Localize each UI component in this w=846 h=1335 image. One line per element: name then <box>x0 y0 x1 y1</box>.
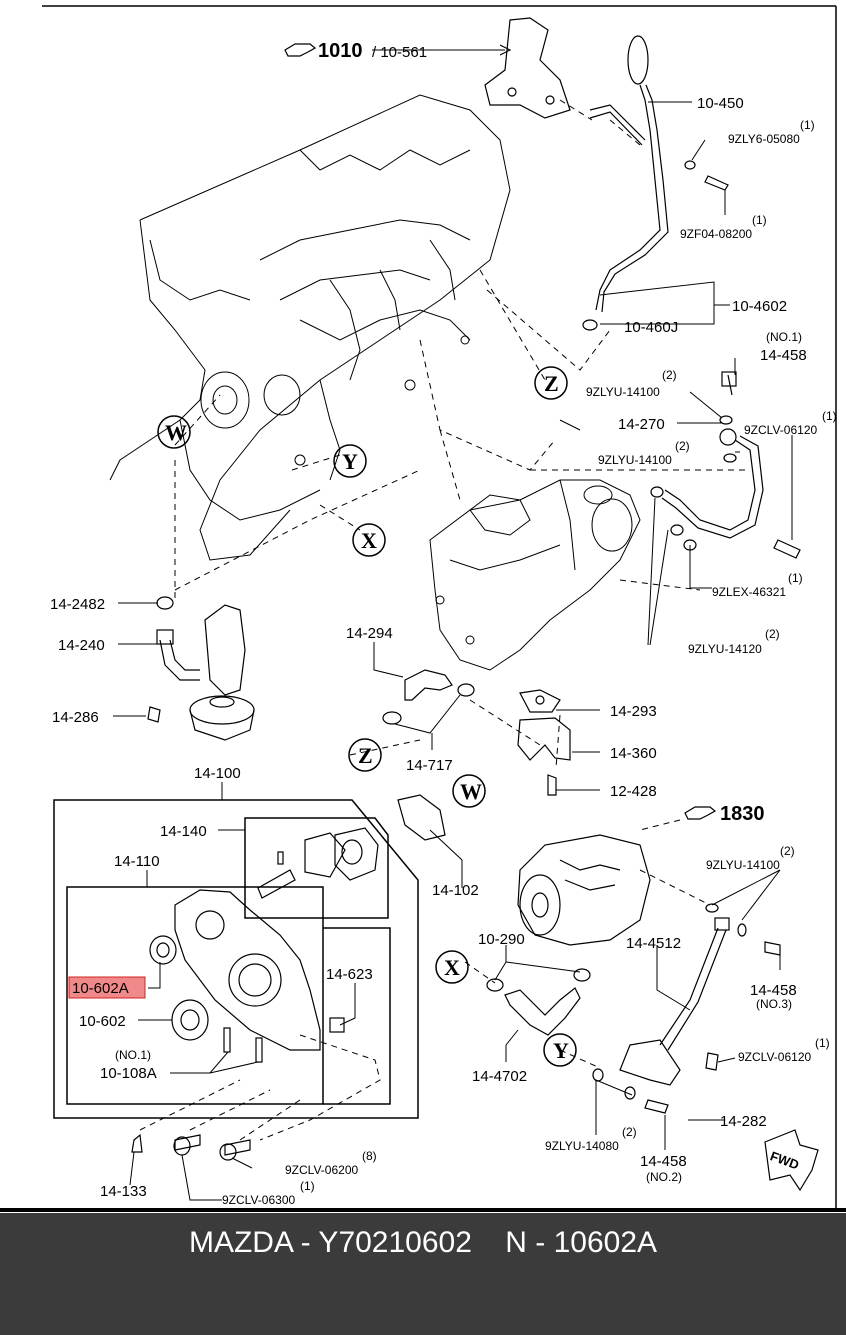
qty-9zclv-06200: (8) <box>362 1149 377 1163</box>
oil-pipe-drawing <box>650 371 801 559</box>
part-9zclv-06300[interactable]: 9ZCLV-06300 <box>222 1193 295 1207</box>
part-14-458-no1[interactable]: 14-458 <box>760 347 807 364</box>
no1-label-b: (NO.1) <box>115 1048 151 1062</box>
part-10-602a[interactable]: 10-602A <box>72 980 129 997</box>
ref-1010[interactable]: 1010 <box>318 40 363 62</box>
zone-y-1: Y <box>342 449 358 474</box>
alternator-drawing <box>517 834 651 946</box>
part-14-717[interactable]: 14-717 <box>406 757 453 774</box>
zone-y-2: Y <box>553 1038 569 1063</box>
timing-cover-drawing <box>131 794 446 1161</box>
part-14-4512[interactable]: 14-4512 <box>626 935 681 952</box>
part-10-450[interactable]: 10-450 <box>697 95 744 112</box>
qty-9zlyu-d: (2) <box>780 844 795 858</box>
engine-block-drawing <box>109 94 511 561</box>
part-14-102[interactable]: 14-102 <box>432 882 479 899</box>
qty-9zlyu-c: (2) <box>765 627 780 641</box>
part-10-460j[interactable]: 10-460J <box>624 319 678 336</box>
part-caption: MAZDA - Y70210602 N - 10602A <box>0 1213 846 1335</box>
part-9zly6-05080[interactable]: 9ZLY6-05080 <box>728 132 800 146</box>
part-9zf04-08200[interactable]: 9ZF04-08200 <box>680 227 752 241</box>
part-14-100[interactable]: 14-100 <box>194 765 241 782</box>
part-14-294[interactable]: 14-294 <box>346 625 393 642</box>
timing-cover-group-frame <box>53 799 419 1119</box>
no1-label: (NO.1) <box>766 330 802 344</box>
qty-9zclv-a: (1) <box>822 409 837 423</box>
part-caption-text: MAZDA - Y70210602 N - 10602A <box>188 1226 658 1259</box>
turbo-manifold-drawing <box>429 479 641 671</box>
part-14-286[interactable]: 14-286 <box>52 709 99 726</box>
qty-9zlyu-b: (2) <box>675 439 690 453</box>
qty-9zf04: (1) <box>752 213 767 227</box>
pointing-hand-icon <box>284 43 717 820</box>
part-14-458-no3[interactable]: 14-458 <box>750 982 797 999</box>
qty-9zly6: (1) <box>800 118 815 132</box>
dashed-guides <box>139 49 750 1141</box>
part-14-2482[interactable]: 14-2482 <box>50 596 105 613</box>
footer-divider <box>0 1208 846 1212</box>
zone-w-1: W <box>165 420 187 445</box>
part-14-240[interactable]: 14-240 <box>58 637 105 654</box>
part-14-133[interactable]: 14-133 <box>100 1183 147 1200</box>
zone-x-2: X <box>444 955 460 980</box>
part-9zlyu-14100-a[interactable]: 9ZLYU-14100 <box>586 385 660 399</box>
no3-label: (NO.3) <box>756 997 792 1011</box>
arrows <box>499 44 819 1192</box>
part-9zclv-06200[interactable]: 9ZCLV-06200 <box>285 1163 358 1177</box>
highlight-box <box>68 976 146 999</box>
part-10-290[interactable]: 10-290 <box>478 931 525 948</box>
return-hose-drawing <box>592 903 781 1114</box>
part-9zlex-46321[interactable]: 9ZLEX-46321 <box>712 585 786 599</box>
hose-drawing <box>382 669 571 796</box>
ref-10-561[interactable]: / 10-561 <box>372 44 427 61</box>
part-14-140[interactable]: 14-140 <box>160 823 207 840</box>
hose-14-4702-drawing <box>486 968 591 1036</box>
leader-lines <box>113 49 793 1201</box>
qty-9zlyu-e: (2) <box>622 1125 637 1139</box>
part-9zlyu-14120[interactable]: 9ZLYU-14120 <box>688 642 762 656</box>
part-9zlyu-14080[interactable]: 9ZLYU-14080 <box>545 1139 619 1153</box>
qty-9zlex: (1) <box>788 571 803 585</box>
part-14-360[interactable]: 14-360 <box>610 745 657 762</box>
part-14-293[interactable]: 14-293 <box>610 703 657 720</box>
part-14-282[interactable]: 14-282 <box>720 1113 767 1130</box>
part-14-110[interactable]: 14-110 <box>114 853 160 870</box>
part-14-270[interactable]: 14-270 <box>618 416 665 433</box>
ref-1830[interactable]: 1830 <box>720 803 765 825</box>
zone-w-2: W <box>460 779 482 804</box>
part-14-458-no2[interactable]: 14-458 <box>640 1153 687 1170</box>
zone-circles <box>157 366 577 1067</box>
zone-z-1: Z <box>544 371 559 396</box>
fwd-label: FWD <box>768 1148 801 1172</box>
no2-label: (NO.2) <box>646 1170 682 1184</box>
water-pipe-drawing <box>147 596 255 741</box>
part-10-602[interactable]: 10-602 <box>79 1013 126 1030</box>
zone-x-1: X <box>361 528 377 553</box>
qty-9zlyu-a: (2) <box>662 368 677 382</box>
zone-z-2: Z <box>358 743 373 768</box>
qty-9zclv-c: (1) <box>815 1036 830 1050</box>
part-9zclv-06120-a[interactable]: 9ZCLV-06120 <box>744 423 817 437</box>
part-9zlyu-14100-c[interactable]: 9ZLYU-14100 <box>706 858 780 872</box>
part-10-4602[interactable]: 10-4602 <box>732 298 787 315</box>
parts-diagram: 1010 / 10-561 1830 W Y Z X W Z X Y 10-45… <box>42 5 837 1208</box>
qty-9zclv-06300: (1) <box>300 1179 315 1193</box>
part-12-428[interactable]: 12-428 <box>610 783 657 800</box>
part-10-108a[interactable]: 10-108A <box>100 1065 157 1082</box>
part-14-4702[interactable]: 14-4702 <box>472 1068 527 1085</box>
part-14-623[interactable]: 14-623 <box>326 966 373 983</box>
dipstick-drawing <box>484 17 729 331</box>
part-9zclv-06120-b[interactable]: 9ZCLV-06120 <box>738 1050 811 1064</box>
part-9zlyu-14100-b[interactable]: 9ZLYU-14100 <box>598 453 672 467</box>
